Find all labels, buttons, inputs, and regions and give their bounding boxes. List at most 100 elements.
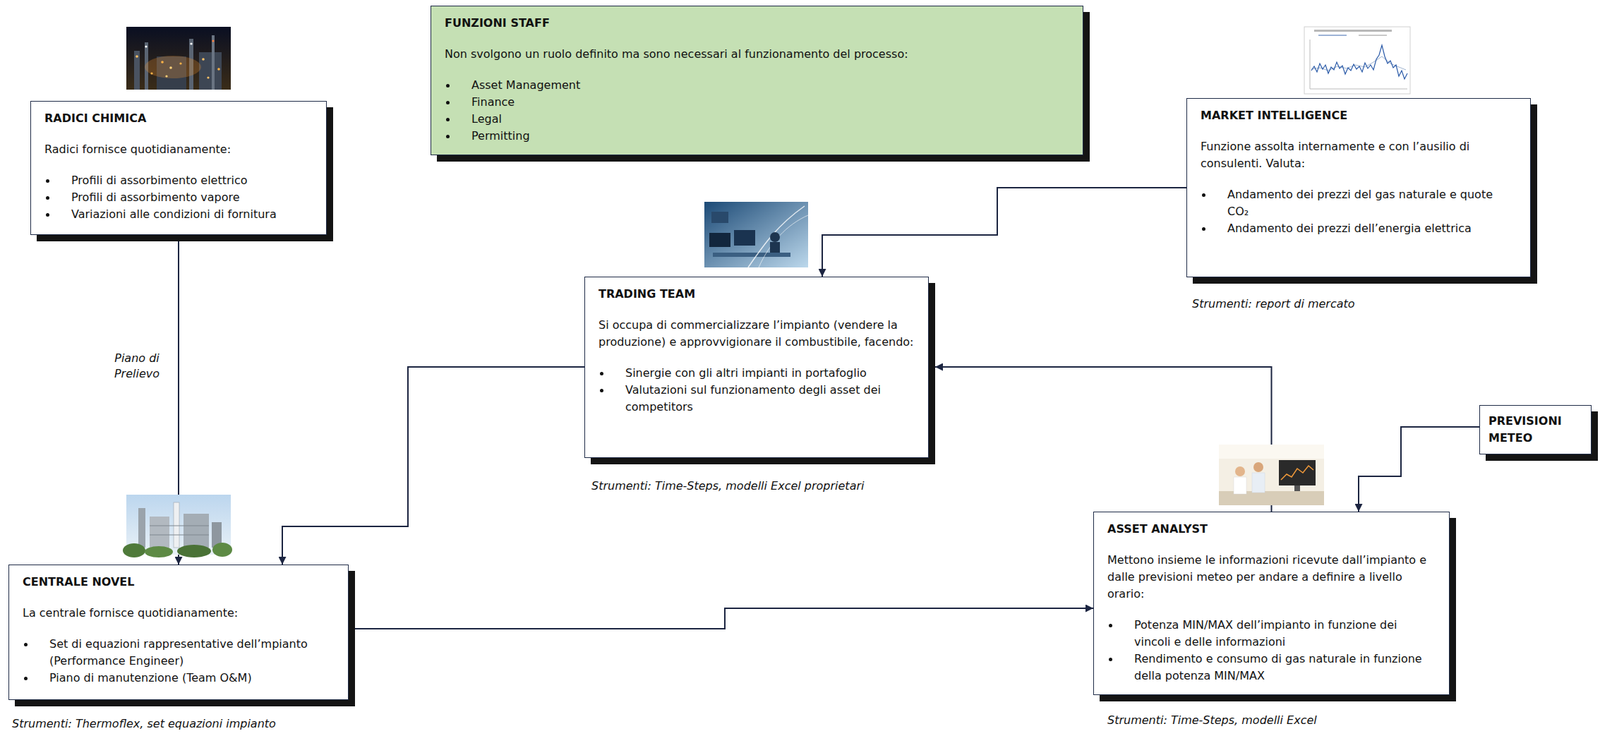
power-plant-photo-part	[173, 502, 180, 548]
process-box: MARKET INTELLIGENCE Funzione assolta inte…	[1186, 98, 1531, 278]
bullet-text: Profili di assorbimento elettrico	[71, 172, 314, 190]
trading-photo-part	[712, 252, 791, 257]
process-box: RADICI CHIMICARadici fornisce quotidiana…	[30, 100, 327, 236]
bullet-item: Profili di assorbimento vapore	[44, 189, 314, 207]
price-chart-thumbnail-part	[1309, 88, 1408, 90]
bullet-item: Profili di assorbimento elettrico	[44, 172, 314, 190]
bullet-item: Legal	[444, 110, 1070, 128]
bullet-dot	[446, 117, 450, 122]
box-text: Non svolgono un ruolo definito ma sono n…	[444, 45, 1070, 63]
bullet-text: Profili di assorbimento vapore	[71, 189, 314, 207]
bullet-text: Andamento dei prezzi del gas naturale e …	[1227, 186, 1518, 221]
bullet-item: Andamento dei prezzi del gas naturale e …	[1200, 186, 1518, 221]
box-text: Mettono insieme le informazioni ricevute…	[1107, 551, 1437, 603]
bullet-text: Potenza MIN/MAX dell’impianto in funzion…	[1134, 616, 1437, 651]
bullet-text: Permitting	[471, 127, 1070, 145]
tools-note: Strumenti: Thermoflex, set equazioni imp…	[11, 717, 276, 732]
bullet-item: Andamento dei prezzi dell’energia elettr…	[1200, 220, 1518, 238]
bullet-item: Rendimento e consumo di gas naturale in …	[1107, 650, 1437, 685]
bullet-text: Andamento dei prezzi dell’energia elettr…	[1227, 220, 1518, 238]
price-chart-thumbnail-part	[1304, 26, 1411, 94]
refinery-photo-part	[126, 26, 231, 90]
analyst-photo-part	[1233, 477, 1247, 495]
power-plant-photo-part	[177, 544, 212, 558]
bullet-item: Variazioni alle condizioni di fornitura	[44, 206, 314, 224]
power-plant-photo-part	[138, 508, 146, 548]
price-chart-thumbnail-part	[1318, 34, 1347, 36]
analyst-photo	[1218, 444, 1325, 506]
trading-photo-part	[704, 201, 809, 268]
bullet-text: Legal	[471, 110, 1070, 128]
bullet-text: Variazioni alle condizioni di fornitura	[71, 206, 314, 224]
power-plant-photo-part	[149, 516, 170, 548]
refinery-photo-part	[212, 40, 215, 43]
refinery-photo-part	[169, 66, 173, 70]
box-heading: TRADING TEAM	[598, 285, 916, 303]
box-text: Radici fornisce quotidianamente:	[44, 141, 314, 159]
bullet-item: Piano di manutenzione (Team O&M)	[22, 669, 336, 687]
bullet-text: Piano di manutenzione (Team O&M)	[49, 669, 336, 687]
tools-note: Strumenti: report di mercato	[1192, 297, 1356, 312]
power-plant-photo	[122, 494, 233, 558]
refinery-photo-part	[165, 74, 168, 77]
analyst-photo-part	[1253, 462, 1264, 473]
bullet-item: Valutazioni sul funzionamento degli asse…	[598, 381, 916, 416]
refinery-photo-part	[144, 55, 202, 79]
power-plant-photo-part	[212, 542, 233, 557]
refinery-photo	[126, 26, 231, 90]
bullet-dot	[23, 642, 28, 647]
bullet-text: Sinergie con gli altri impianti in porta…	[625, 364, 916, 382]
analyst-photo-part	[1294, 485, 1301, 492]
analyst-photo-part	[1280, 465, 1314, 480]
refinery-photo-part	[179, 62, 182, 65]
bullet-dot	[1108, 657, 1113, 662]
refinery-photo-part	[160, 60, 164, 64]
box-heading: CENTRALE NOVEL	[22, 573, 336, 591]
staff-box: FUNZIONI STAFFNon svolgono un ruolo defi…	[430, 5, 1084, 156]
bullet-dot	[45, 196, 50, 200]
analyst-photo-part	[1235, 466, 1245, 477]
power-plant-photo-part	[144, 546, 173, 558]
bullet-item: Set di equazioni rappresentative dell’mp…	[22, 635, 336, 670]
bullet-dot	[45, 213, 50, 217]
process-box: ASSET ANALYST Mettono insieme le informaz…	[1093, 511, 1450, 696]
refinery-photo-part	[206, 76, 209, 79]
process-box: TRADING TEAMSi occupa di commercializzar…	[584, 276, 929, 459]
input-box: PREVISIONI METEO	[1479, 405, 1592, 455]
refinery-photo-part	[201, 57, 205, 61]
bullet-dot	[1201, 193, 1206, 197]
bullet-text: Valutazioni sul funzionamento degli asse…	[625, 381, 916, 416]
trading-photo-part	[748, 206, 805, 268]
box-heading: ASSET ANALYST	[1107, 520, 1437, 538]
bullet-dot	[45, 179, 50, 183]
process-box: CENTRALE NOVELLa centrale fornisce quoti…	[8, 564, 349, 701]
trading-photo-part	[734, 230, 756, 246]
box-heading: MARKET INTELLIGENCE	[1200, 107, 1518, 125]
bullet-dot	[23, 676, 28, 681]
bullet-dot	[1201, 227, 1206, 231]
price-chart-thumbnail-part	[1311, 45, 1408, 80]
bullet-item: Potenza MIN/MAX dell’impianto in funzion…	[1107, 616, 1437, 651]
connector-arrow	[822, 187, 1187, 277]
tools-note: Strumenti: Time-Steps, modelli Excel pro…	[591, 479, 864, 494]
price-chart-thumbnail	[1304, 26, 1411, 94]
refinery-photo-part	[189, 42, 192, 45]
analyst-photo-part	[1218, 444, 1325, 459]
bullet-text: Finance	[471, 93, 1070, 111]
refinery-photo-part	[199, 52, 222, 90]
power-plant-photo-part	[149, 534, 209, 536]
trading-photo-part	[709, 232, 731, 248]
bullet-text: Set di equazioni rappresentative dell’mp…	[49, 635, 336, 670]
box-text: Funzione assolta internamente e con l’au…	[1200, 138, 1518, 173]
trading-photo-part	[758, 215, 809, 268]
refinery-photo-part	[135, 55, 139, 58]
refinery-photo-part	[134, 50, 140, 90]
bullet-text: Asset Management	[471, 76, 1070, 94]
connector-arrow	[348, 608, 1094, 629]
connector-arrow	[282, 367, 585, 565]
bullet-item: Asset Management	[444, 76, 1070, 94]
power-plant-photo-part	[122, 543, 146, 558]
trading-photo-part	[711, 211, 729, 224]
trading-photo-part	[770, 232, 780, 243]
